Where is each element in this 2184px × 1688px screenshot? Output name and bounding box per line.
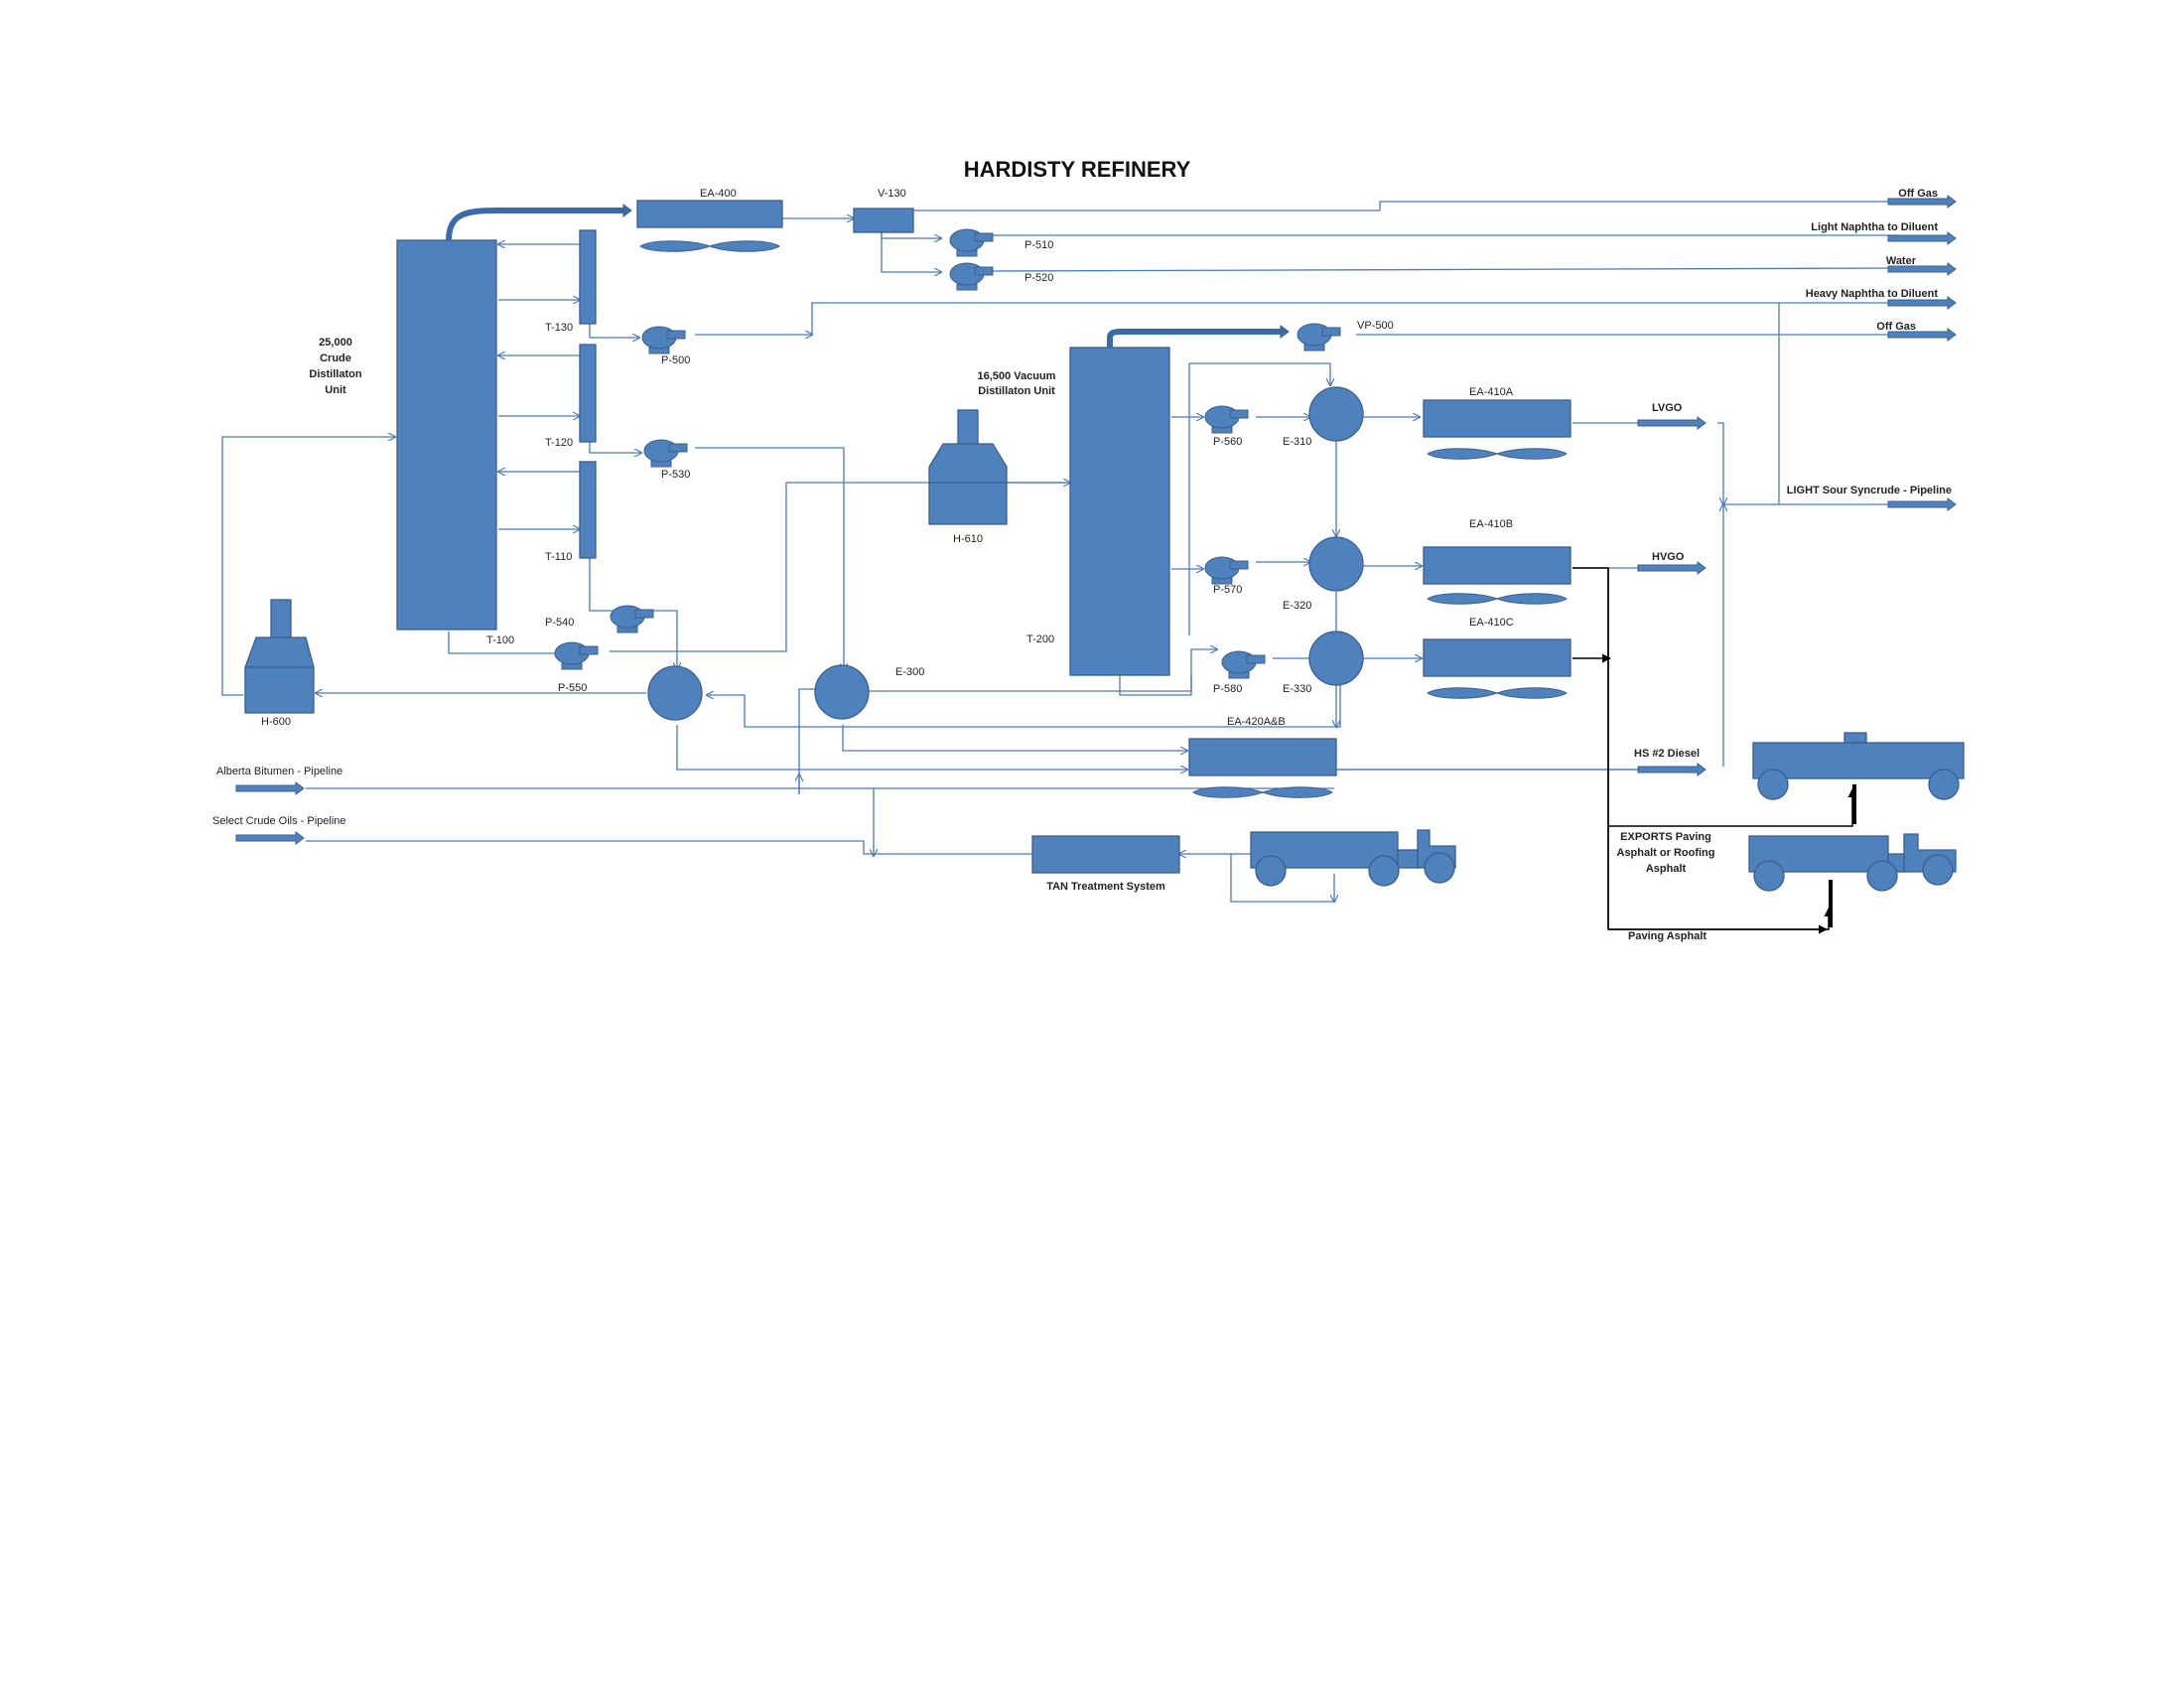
cdu-label-3: Distillaton — [309, 368, 361, 380]
product-paving: Paving Asphalt — [1628, 930, 1706, 942]
label-ea410c: EA-410C — [1469, 617, 1514, 629]
equipment-shapes — [244, 200, 1571, 874]
product-light-naphtha: Light Naphtha to Diluent — [1811, 221, 1938, 233]
label-h600: H-600 — [261, 716, 291, 728]
product-exports-2: Asphalt or Roofing — [1617, 847, 1715, 859]
tan-label: TAN Treatment System — [1046, 881, 1165, 893]
air-cooler-ea410b — [1423, 546, 1571, 585]
label-ea420: EA-420A&B — [1227, 716, 1286, 728]
crude-column — [396, 239, 497, 631]
loading-arms — [1829, 784, 1856, 927]
product-off-gas-1: Off Gas — [1898, 188, 1938, 200]
heater-h600-body — [244, 636, 315, 714]
label-ea410b: EA-410B — [1469, 518, 1513, 530]
label-h610: H-610 — [953, 533, 983, 545]
label-p520: P-520 — [1024, 272, 1053, 284]
cdu-label-2: Crude — [320, 352, 351, 364]
product-hvgo: HVGO — [1652, 551, 1685, 563]
product-diesel: HS #2 Diesel — [1634, 748, 1700, 760]
heater-h610-body — [928, 443, 1008, 525]
exchanger-e300 — [814, 664, 870, 720]
exchanger-p550-heat — [647, 665, 703, 721]
label-v130: V-130 — [878, 188, 906, 200]
product-lvgo: LVGO — [1652, 402, 1683, 414]
exchanger-e310 — [1308, 386, 1364, 442]
product-heavy-naphtha: Heavy Naphtha to Diluent — [1806, 288, 1939, 300]
heater-h610-stack — [957, 409, 979, 445]
label-t100: T-100 — [486, 634, 514, 646]
cdu-label-1: 25,000 — [319, 337, 352, 349]
trucks — [1250, 732, 1965, 892]
product-light-sour: LIGHT Sour Syncrude - Pipeline — [1787, 485, 1952, 496]
product-arrows — [235, 195, 1957, 845]
vdu-label-2: Distillaton Unit — [978, 385, 1055, 397]
exchanger-e320 — [1308, 536, 1364, 592]
product-labels: Off Gas Light Naphtha to Diluent Water H… — [1617, 188, 1953, 942]
tan-treatment-box — [1031, 835, 1180, 874]
page-title: HARDISTY REFINERY — [964, 157, 1191, 182]
label-t130: T-130 — [545, 322, 573, 334]
air-cooler-ea410a — [1423, 399, 1571, 438]
piping — [221, 201, 1897, 902]
product-exports-1: EXPORTS Paving — [1620, 831, 1711, 843]
unit-labels: 25,000 Crude Distillaton Unit 16,500 Vac… — [309, 337, 1165, 893]
label-vp500: VP-500 — [1357, 320, 1394, 332]
label-e300: E-300 — [895, 666, 924, 678]
label-t200: T-200 — [1026, 633, 1054, 645]
label-ea410a: EA-410A — [1469, 386, 1514, 398]
product-off-gas-2: Off Gas — [1876, 321, 1916, 333]
exchanger-e330 — [1308, 631, 1364, 686]
vdu-label-1: 16,500 Vacuum — [978, 370, 1056, 382]
label-p540: P-540 — [545, 617, 574, 629]
feed-bitumen: Alberta Bitumen - Pipeline — [216, 766, 342, 777]
heater-h600-stack — [270, 599, 292, 638]
label-e310: E-310 — [1283, 436, 1311, 448]
label-p500: P-500 — [661, 354, 690, 366]
label-e320: E-320 — [1283, 600, 1311, 612]
air-cooler-ea410c — [1423, 638, 1571, 677]
label-p530: P-530 — [661, 469, 690, 481]
stripper-t110 — [579, 461, 597, 559]
vacuum-column — [1069, 347, 1170, 676]
label-p550: P-550 — [558, 682, 587, 694]
product-water: Water — [1886, 255, 1917, 267]
air-cooler-ea400 — [636, 200, 783, 228]
air-cooler-ea420 — [1188, 738, 1337, 776]
label-ea400: EA-400 — [700, 188, 737, 200]
stripper-t120 — [579, 344, 597, 443]
product-exports-3: Asphalt — [1646, 863, 1687, 875]
label-p570: P-570 — [1213, 584, 1242, 596]
drum-v130 — [853, 208, 914, 233]
stripper-t130 — [579, 229, 597, 325]
label-p510: P-510 — [1024, 239, 1053, 251]
label-p560: P-560 — [1213, 436, 1242, 448]
feed-labels: Alberta Bitumen - Pipeline Select Crude … — [212, 766, 346, 827]
label-t110: T-110 — [545, 551, 572, 563]
label-t120: T-120 — [545, 437, 573, 449]
equipment-labels: EA-400 V-130 P-510 P-520 T-130 P-500 T-1… — [261, 188, 1514, 728]
cdu-label-4: Unit — [325, 384, 346, 396]
label-e330: E-330 — [1283, 683, 1311, 695]
label-p580: P-580 — [1213, 683, 1242, 695]
feed-crude: Select Crude Oils - Pipeline — [212, 815, 346, 827]
